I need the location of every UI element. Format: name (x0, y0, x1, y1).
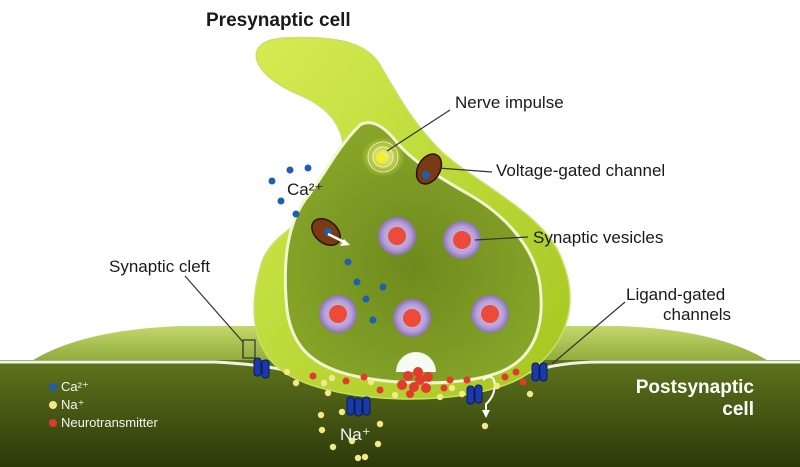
cleft-marker (242, 339, 256, 359)
nerve-impulse-dot (376, 153, 386, 163)
ca-ion (344, 258, 352, 266)
postsynaptic-cell-label: cell (722, 399, 754, 420)
postsynaptic-label: Postsynaptic (635, 377, 754, 398)
calcium-ions (268, 164, 387, 324)
legend-item-na: Na⁺ (49, 396, 219, 414)
vesicle (393, 299, 431, 337)
legend-label: Na⁺ (61, 397, 85, 412)
legend-item-neurotransmitter: Neurotransmitter (49, 414, 219, 432)
vesicle (319, 295, 357, 333)
ca-ion-label: Ca²⁺ (287, 180, 324, 199)
sodium-ions (283, 368, 534, 462)
presynaptic-title: Presynaptic cell (206, 10, 351, 31)
vesicle (443, 221, 481, 259)
vesicle (378, 217, 416, 255)
synaptic-vesicles (319, 217, 509, 398)
ca-ion (379, 283, 387, 291)
na-ion-label: Na⁺ (340, 425, 371, 444)
legend-swatch (49, 401, 57, 409)
voltage-gated-label: Voltage-gated channel (496, 161, 666, 180)
ca-ion (268, 177, 276, 185)
ca-ion (286, 166, 294, 174)
legend: Ca²⁺ Na⁺ Neurotransmitter (49, 378, 219, 438)
voltage-gated-channel-left (311, 217, 350, 247)
ligand-gated-label: Ligand-gated (626, 285, 726, 304)
legend-label: Ca²⁺ (61, 379, 89, 394)
callout-lines (184, 109, 626, 365)
ca-ion (362, 295, 370, 303)
fusing-vesicle (396, 352, 436, 398)
nerve-impulse-leader (386, 109, 451, 152)
presynaptic-terminal (253, 36, 571, 400)
voltage-gated-leader (437, 167, 493, 173)
legend-item-ca: Ca²⁺ (49, 378, 219, 396)
legend-label: Neurotransmitter (61, 415, 158, 430)
neurotransmitters (309, 368, 527, 394)
ca-ion (292, 210, 300, 218)
ligand-gated-channels (253, 357, 548, 417)
vesicles-leader (474, 236, 529, 241)
legend-swatch (49, 419, 57, 427)
ion-flow-arrowhead (482, 410, 490, 418)
ligand-leader (551, 301, 626, 365)
synaptic-cleft-label: Synaptic cleft (109, 257, 211, 276)
ligand-channel (531, 362, 548, 382)
legend-swatch (49, 383, 57, 391)
voltage-gated-channel-top (415, 153, 443, 185)
synaptic-vesicles-label: Synaptic vesicles (533, 228, 664, 247)
ca-ion (353, 278, 361, 286)
ligand-channel (253, 357, 270, 379)
vesicle (471, 295, 509, 333)
ligand-channel (466, 384, 483, 405)
ligand-channel (346, 396, 371, 417)
ligand-channels-label: channels (663, 305, 732, 324)
ca-ion (277, 197, 285, 205)
ca-ion (369, 316, 377, 324)
ca-ion (304, 164, 312, 172)
nerve-impulse-label: Nerve impulse (455, 93, 564, 112)
